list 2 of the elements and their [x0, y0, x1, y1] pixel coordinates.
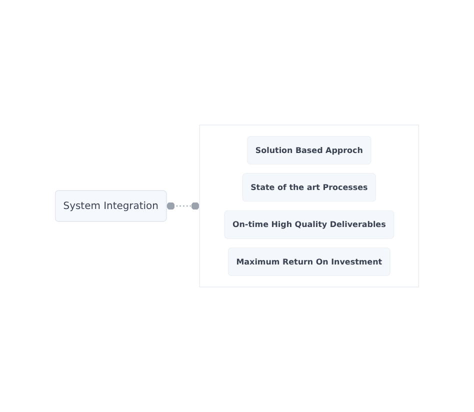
- cluster: [199, 124, 420, 288]
- connector: [166, 202, 200, 210]
